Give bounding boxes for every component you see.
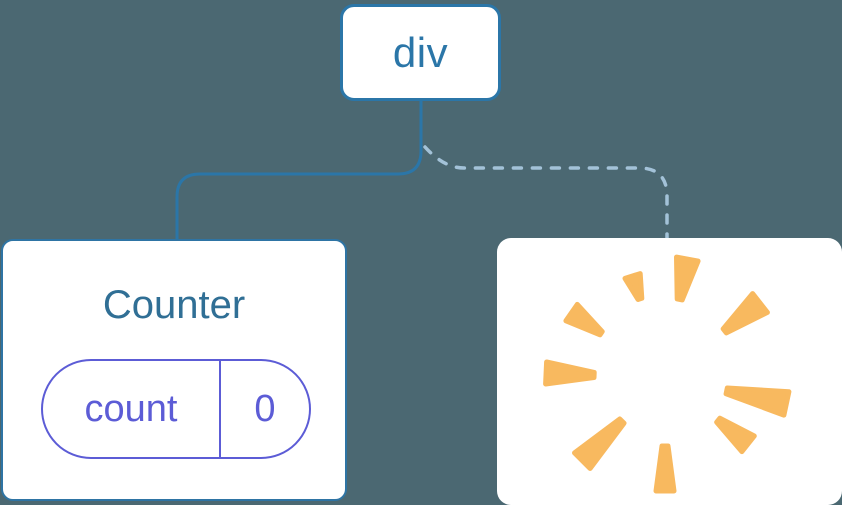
connector-dashed-line — [423, 145, 669, 241]
root-node-label: div — [392, 28, 449, 76]
root-node: div — [340, 4, 501, 101]
counter-title: Counter — [102, 283, 246, 327]
poof-ray — [714, 415, 757, 455]
counter-card: Counter count 0 — [1, 239, 347, 501]
poof-ray — [622, 271, 645, 302]
state-value: 0 — [254, 387, 276, 430]
removed-card — [497, 238, 842, 505]
state-key: count — [43, 361, 221, 457]
poof-ray — [723, 385, 792, 418]
poof-ray — [543, 359, 597, 387]
connector-solid-line — [175, 99, 423, 242]
state-pill: count 0 — [41, 359, 311, 459]
poof-ray — [674, 254, 701, 303]
poof-ray — [572, 416, 627, 471]
poof-ray — [563, 301, 605, 338]
poof-ray — [653, 443, 677, 494]
poof-ray — [720, 291, 770, 336]
poof-icon — [543, 254, 792, 494]
